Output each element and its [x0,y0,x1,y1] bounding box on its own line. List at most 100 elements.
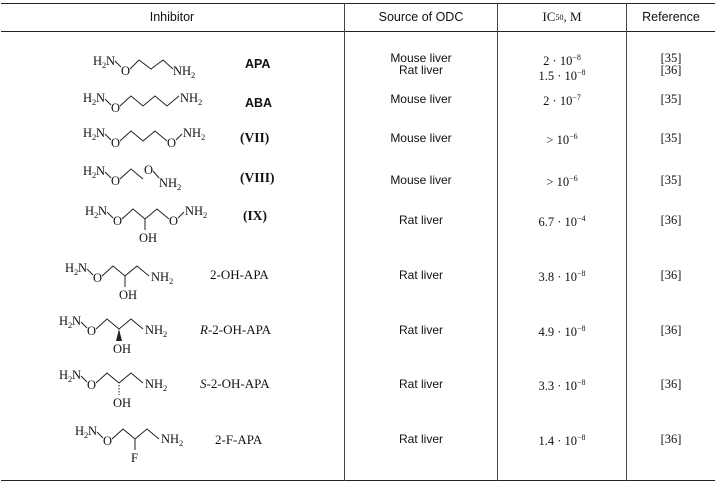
inhibitor-name: S-2-OH-APA [200,376,270,391]
svg-text:O: O [169,214,178,228]
svg-text:2: 2 [74,267,78,277]
svg-text:H: H [93,54,102,68]
svg-text:N: N [78,261,87,275]
svg-text:N: N [96,164,105,178]
svg-text:O: O [113,214,122,228]
bottom-rule [1,480,715,481]
svg-text:2: 2 [68,374,72,384]
svg-text:OH: OH [139,231,157,245]
svg-text:H: H [75,424,84,438]
ic50-cell: 1.4 · 10−8 [538,433,586,449]
source-cell: Rat liver [398,377,443,391]
svg-text:2: 2 [198,97,202,107]
reference-cell: [36] [660,377,682,391]
source-cell: Rat liver [398,268,443,282]
svg-text:H: H [65,261,74,275]
ic50-cell: 6.7 · 10−4 [538,214,586,230]
svg-text:NH: NH [151,270,169,284]
svg-text:2: 2 [191,70,195,80]
svg-text:N: N [98,204,107,218]
reference-cell: [36] [660,268,682,282]
svg-text:H: H [59,368,68,382]
svg-text:NH: NH [180,91,198,105]
source-cell: Mouse liver [390,173,452,187]
svg-text:O: O [87,324,96,338]
svg-text:O: O [167,136,176,150]
ic50-cell: 2 · 10−8 1.5 · 10−8 [538,53,586,84]
reference-cell: [36] [660,213,682,227]
inhibitor-name: ABA [245,96,273,110]
inhibitor-name: (IX) [243,208,267,223]
svg-text:O: O [121,64,130,78]
svg-text:H: H [83,91,92,105]
svg-text:NH: NH [145,377,163,391]
reference-cell: [36] [660,323,682,337]
svg-text:N: N [96,126,105,140]
svg-text:2: 2 [92,132,96,142]
svg-text:2: 2 [102,60,106,70]
svg-text:N: N [72,368,81,382]
svg-text:2: 2 [177,182,181,192]
ic50-cell: 3.8 · 10−8 [538,269,586,285]
svg-text:OH: OH [113,396,131,410]
svg-text:NH: NH [161,432,179,446]
ic50-cell: > 10−6 [546,174,578,190]
reference-cell: [36] [660,432,682,446]
svg-text:O: O [144,163,153,177]
svg-text:N: N [88,424,97,438]
svg-text:H: H [85,204,94,218]
svg-text:2: 2 [163,329,167,339]
svg-text:2: 2 [68,320,72,330]
svg-text:F: F [131,451,138,465]
source-cell: Mouse liver [390,92,452,106]
source-cell: Rat liver [398,213,443,227]
ic50-cell: 4.9 · 10−8 [538,324,586,340]
ic50-cell: 3.3 · 10−8 [538,378,586,394]
reference-cell: [35][36] [660,51,682,77]
svg-text:2: 2 [92,97,96,107]
ic50-cell: > 10−6 [546,132,578,148]
inhibitor-name: (VIII) [240,170,275,185]
source-cell: Rat liver [398,432,443,446]
reference-cell: [35] [660,131,682,145]
svg-text:2: 2 [163,383,167,393]
reference-cell: [35] [660,92,682,106]
inhibitor-name: R-2-OH-APA [200,322,272,337]
column-divider [497,3,498,481]
column-divider [626,3,627,481]
svg-text:N: N [72,314,81,328]
svg-text:O: O [93,271,102,285]
svg-text:O: O [111,136,120,150]
svg-text:2: 2 [94,210,98,220]
top-rule [1,3,715,4]
header-source: Source of ODC [378,10,464,24]
svg-text:NH: NH [173,64,191,78]
svg-text:NH: NH [145,323,163,337]
source-cell: Rat liver [398,323,443,337]
svg-text:OH: OH [119,288,137,302]
svg-text:2: 2 [203,210,207,220]
ic50-cell: 2 · 10−7 [543,93,581,109]
svg-text:2: 2 [201,132,205,142]
svg-text:N: N [96,91,105,105]
svg-text:NH: NH [185,204,203,218]
svg-text:O: O [111,101,120,115]
svg-text:2: 2 [92,170,96,180]
svg-text:O: O [87,378,96,392]
